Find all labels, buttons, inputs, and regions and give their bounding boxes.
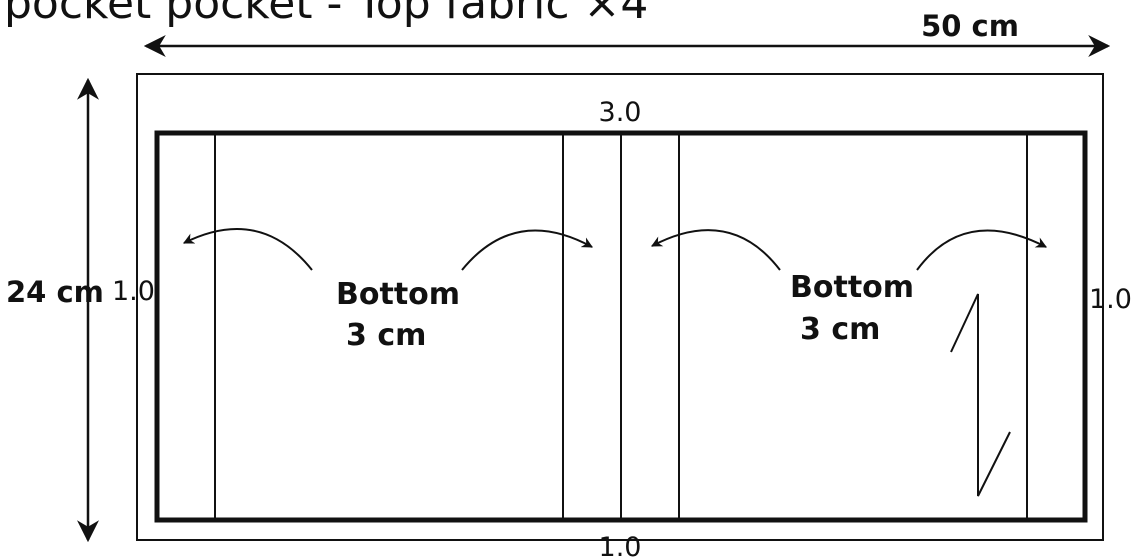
outer-cut-line (136, 73, 1104, 541)
seam-allowance-right: 1.0 (1089, 284, 1132, 315)
seam-allowance-top: 3.0 (599, 97, 642, 128)
seam-allowance-bottom: 1.0 (599, 532, 642, 558)
fold-label-left-line2: 3 cm (346, 318, 426, 353)
seam-allowance-left: 1.0 (112, 276, 155, 307)
fold-label-right-line1: Bottom (790, 270, 914, 305)
fold-arrow-left (183, 228, 313, 271)
fold-arrow-right (461, 229, 593, 271)
height-dimension-label: 24 cm (6, 275, 104, 309)
fold-arrow-left (651, 229, 781, 271)
width-dimension-label: 50 cm (921, 9, 1019, 43)
opening-mark (950, 293, 1011, 497)
fold-label-left-line1: Bottom (336, 277, 460, 312)
fold-arrow-right (916, 229, 1047, 271)
fold-label-right-line2: 3 cm (800, 312, 880, 347)
diagram-title: pocket pocket - Top fabric ×4 (4, 0, 648, 29)
